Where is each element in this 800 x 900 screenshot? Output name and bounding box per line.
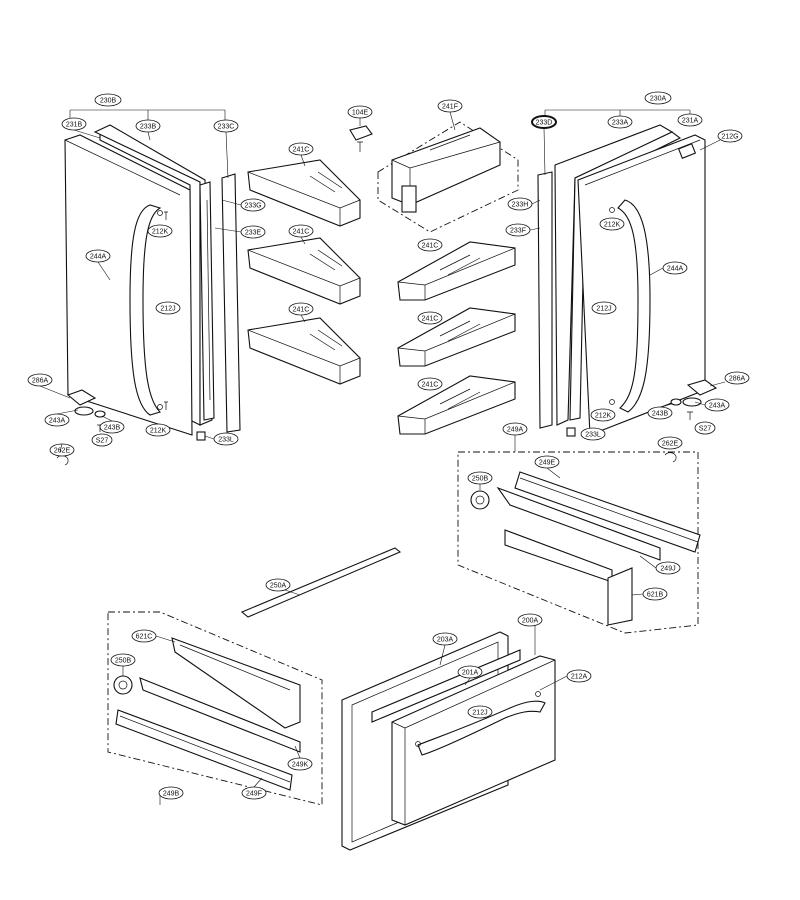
part-233l-left: [196, 431, 206, 441]
bushing-243b-left: [94, 410, 106, 418]
label-243b-left: 243B: [104, 425, 121, 432]
label-212g: 212G: [721, 134, 738, 141]
door-bins: [247, 121, 519, 435]
strip-250a: [240, 547, 402, 618]
door-handle-right: [617, 199, 651, 413]
label-203a: 203A: [437, 637, 454, 644]
label-243a-left: 243A: [49, 418, 66, 425]
label-233c: 233C: [218, 124, 235, 131]
right-door-assembly: [537, 109, 718, 463]
label-212j-drawer: 212J: [472, 710, 487, 717]
label-212k-bottom-right: 212K: [595, 413, 612, 420]
label-241c-2: 241C: [293, 229, 310, 236]
label-262e-left: 262E: [54, 448, 71, 455]
label-262e-right: 262E: [662, 441, 679, 448]
label-233f: 233F: [510, 228, 526, 235]
rail-249e: [514, 471, 701, 553]
bracket-621c: [171, 637, 301, 729]
label-249k: 249K: [292, 762, 309, 769]
label-233e: 233E: [245, 230, 262, 237]
label-250b-left: 250B: [115, 658, 132, 665]
label-249f: 249F: [246, 791, 262, 798]
label-212k-top-right: 212K: [604, 222, 621, 229]
label-233d: 233D: [536, 120, 553, 127]
left-door-assembly: [56, 109, 241, 466]
bracket-621b: [607, 567, 633, 626]
door-liner-233b: [93, 124, 213, 426]
bar-212j-left: [199, 181, 215, 421]
label-286a-right: 286A: [729, 376, 746, 383]
drawer-door-200a: [391, 655, 556, 826]
label-241f: 241F: [442, 104, 458, 111]
label-250b-right: 250B: [472, 476, 489, 483]
label-233l-left: 233L: [218, 437, 234, 444]
label-244a-left: 244A: [90, 254, 107, 261]
label-243a-right: 243A: [709, 403, 726, 410]
label-212a: 212A: [571, 674, 588, 681]
rail-249f: [115, 709, 293, 791]
door-handle-left: [129, 204, 162, 416]
label-200a: 200A: [522, 618, 539, 625]
label-212j-right: 212J: [596, 306, 611, 313]
label-230b: 230B: [100, 98, 117, 105]
part-104e: [349, 125, 373, 141]
label-231a: 231A: [682, 118, 699, 125]
label-249b: 249B: [163, 791, 180, 798]
label-212j-left: 212J: [160, 306, 175, 313]
strip-233c: [221, 173, 241, 433]
hinge-286a-right: [686, 379, 718, 396]
label-286a-left: 286A: [32, 378, 49, 385]
group-241f: [377, 121, 519, 233]
label-212k-bottom-left: 212K: [150, 428, 167, 435]
label-233l-right: 233L: [585, 432, 601, 439]
hinge-286a-left: [66, 389, 97, 406]
strip-233h: [537, 171, 553, 429]
label-201a: 201A: [462, 670, 479, 677]
label-231b: 231B: [66, 122, 83, 129]
rail-249j: [496, 486, 661, 561]
label-244a-right: 244A: [667, 266, 684, 273]
label-241c-5: 241C: [422, 316, 439, 323]
freezer-drawer: [341, 620, 556, 851]
label-241c-1: 241C: [293, 147, 310, 154]
label-250a: 250A: [270, 583, 287, 590]
label-249e: 249E: [539, 460, 556, 467]
label-249a: 249A: [507, 427, 524, 434]
washer-243a-left: [74, 406, 94, 416]
door-panel-244a-left: [64, 134, 193, 436]
label-104e: 104E: [352, 110, 369, 117]
label-233h: 233H: [512, 202, 529, 209]
clip-262e-right: [664, 452, 677, 463]
label-s27-left: S27: [96, 438, 109, 445]
label-212k-top-left: 212K: [152, 229, 169, 236]
label-233b: 233B: [140, 124, 157, 131]
label-621b: 621B: [647, 592, 664, 599]
label-241c-4: 241C: [422, 243, 439, 250]
label-230a: 230A: [650, 96, 667, 103]
label-243b-right: 243B: [652, 411, 669, 418]
drawer-handle-212j: [417, 700, 546, 756]
label-621c: 621C: [136, 634, 153, 641]
group-249a: [457, 432, 701, 634]
label-249j: 249J: [660, 566, 675, 573]
rail-249k: [139, 677, 301, 753]
group-249b: [107, 611, 323, 806]
label-241c-3: 241C: [293, 307, 310, 314]
label-241c-6: 241C: [422, 382, 439, 389]
label-233g: 233G: [244, 203, 261, 210]
label-233a: 233A: [612, 120, 629, 127]
callout-labels: 230B 231B 233B 233C 233G 233E 212K 244A …: [27, 91, 750, 800]
clip-262e-left: [56, 455, 69, 466]
label-s27-right: S27: [699, 426, 712, 433]
